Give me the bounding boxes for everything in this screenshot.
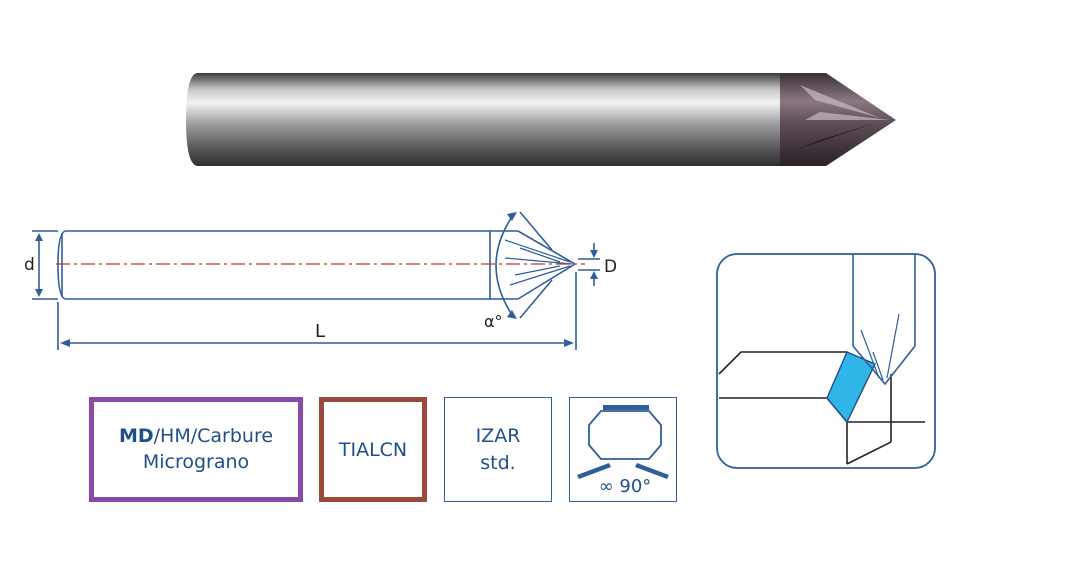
- material-rest: /HM/Carbure: [153, 424, 274, 447]
- angle-badge: ∞ 90°: [569, 397, 677, 502]
- material-bold: MD: [118, 424, 154, 447]
- label-d: d: [24, 255, 35, 275]
- cone-outline: [517, 230, 577, 300]
- shank-body: [186, 73, 780, 166]
- standard-line-2: std.: [480, 451, 516, 474]
- chamfer-highlight: [826, 351, 876, 424]
- coating-text: TIALCN: [338, 438, 408, 461]
- octagon-icon: ∞ 90°: [577, 404, 669, 497]
- standard-badge: IZAR std.: [444, 397, 552, 502]
- technical-drawing: d D L α°: [24, 211, 617, 350]
- standard-line-1: IZAR: [475, 424, 521, 447]
- tool-photo: [186, 73, 896, 166]
- material-badge: MD/HM/Carbure Micrograno: [89, 397, 303, 502]
- material-line-2: Micrograno: [142, 450, 250, 473]
- application-illustration: [716, 253, 936, 469]
- label-L: L: [315, 321, 325, 342]
- coating-badge: TIALCN: [319, 397, 427, 502]
- label-D: D: [604, 257, 617, 277]
- material-line-1: MD/HM/Carbure: [119, 424, 273, 450]
- shank-outline: [57, 230, 491, 300]
- label-alpha: α°: [484, 312, 503, 331]
- angle-text: ∞ 90°: [599, 476, 652, 497]
